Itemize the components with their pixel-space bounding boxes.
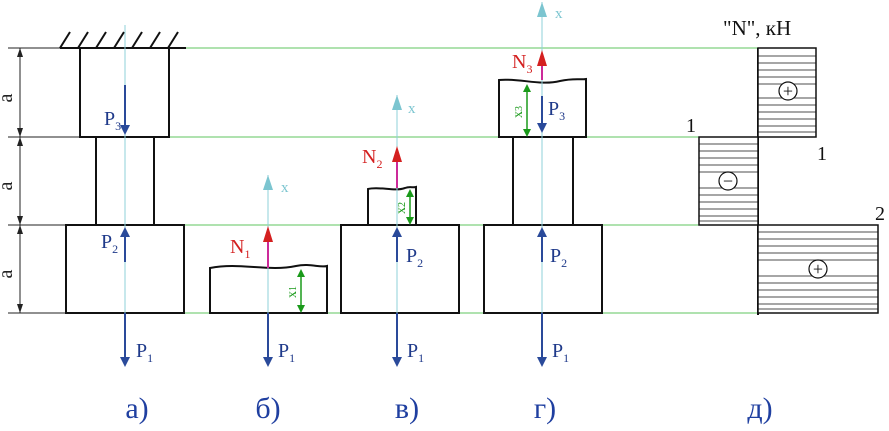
p2-letter: P <box>101 231 112 253</box>
p1-sub: 1 <box>147 351 153 365</box>
epure-section-label-2: 2 <box>875 203 885 225</box>
svg-text:P1: P1 <box>136 340 153 365</box>
bar-v: x N2 x2 P2 P1 <box>340 95 460 367</box>
x3-letter: x <box>511 111 526 118</box>
svg-text:P2: P2 <box>550 245 567 270</box>
p2-sub: 2 <box>112 242 118 256</box>
bar-v-axis-label: x <box>408 101 416 117</box>
svg-text:P3: P3 <box>548 98 565 123</box>
bar-g-axis-label: x <box>555 6 563 22</box>
svg-text:x2: x2 <box>394 202 409 214</box>
subfigure-label-g: г) <box>534 392 556 425</box>
epure-region-bottom <box>757 224 879 314</box>
x1-letter: x <box>285 291 300 298</box>
bar-a: P3 P2 P1 <box>59 25 186 367</box>
epure-title: "N", кН <box>723 16 791 40</box>
n3-letter: N <box>512 51 526 73</box>
svg-text:N3: N3 <box>512 51 532 76</box>
epure-section-label-right: 1 <box>817 143 827 165</box>
n2-letter: N <box>362 146 376 168</box>
bar-v-cut-piece <box>367 185 417 226</box>
epure-sign-bottom: + <box>813 259 823 279</box>
svg-text:x3: x3 <box>511 106 526 118</box>
epure-region-mid <box>698 136 759 226</box>
n1-letter: N <box>230 236 244 258</box>
bar-b-axis-label: x <box>281 180 289 196</box>
subfigure-label-a: а) <box>125 392 148 425</box>
svg-text:P2: P2 <box>406 245 423 270</box>
subfigure-label-v: в) <box>395 392 419 425</box>
epure-section-label-left: 1 <box>686 115 696 137</box>
epure-sign-top: + <box>783 81 793 101</box>
bar-b-axis-arrow <box>263 175 273 190</box>
x3-sub: 3 <box>514 106 525 111</box>
x2-sub: 2 <box>397 202 408 207</box>
svg-text:P2: P2 <box>101 231 118 256</box>
svg-text:x1: x1 <box>285 286 300 298</box>
svg-text:N2: N2 <box>362 146 382 171</box>
p3-letter: P <box>104 108 115 130</box>
bar-g: x N3 P3 x3 P2 P1 <box>483 2 603 367</box>
x1-sub: 1 <box>288 286 299 291</box>
dimension-label-3: a <box>0 269 17 278</box>
subfigure-label-d: д) <box>747 392 772 425</box>
epure-n: "N", кН + − + 1 1 <box>686 16 885 315</box>
svg-text:P1: P1 <box>407 340 424 365</box>
n1-sub: 1 <box>244 247 250 261</box>
svg-text:N1: N1 <box>230 236 250 261</box>
dimension-label-1: a <box>0 93 17 102</box>
fixed-support-hatch <box>59 31 186 49</box>
dimension-label-2: a <box>0 181 17 190</box>
bar-g-mid <box>512 136 574 226</box>
svg-text:P1: P1 <box>278 340 295 365</box>
dimension-chain <box>8 47 96 314</box>
p1-letter: P <box>136 340 147 362</box>
svg-text:P1: P1 <box>552 340 569 365</box>
x2-letter: x <box>394 207 409 214</box>
epure-region-top <box>757 47 817 138</box>
epure-sign-mid: − <box>723 171 733 191</box>
bar-v-bottom <box>340 224 460 314</box>
n3-sub: 3 <box>526 62 532 76</box>
force-arrow-n1-head <box>263 226 273 242</box>
p3-sub: 3 <box>115 119 121 133</box>
subfigure-label-b: б) <box>255 392 280 425</box>
force-arrow-n2-head <box>392 146 402 162</box>
bar-b: x N1 x1 P1 <box>209 175 328 367</box>
svg-text:P3: P3 <box>104 108 121 133</box>
force-arrow-n3-head <box>537 50 547 66</box>
n2-sub: 2 <box>376 157 382 171</box>
subfigure-labels: а) б) в) г) д) <box>125 392 772 425</box>
